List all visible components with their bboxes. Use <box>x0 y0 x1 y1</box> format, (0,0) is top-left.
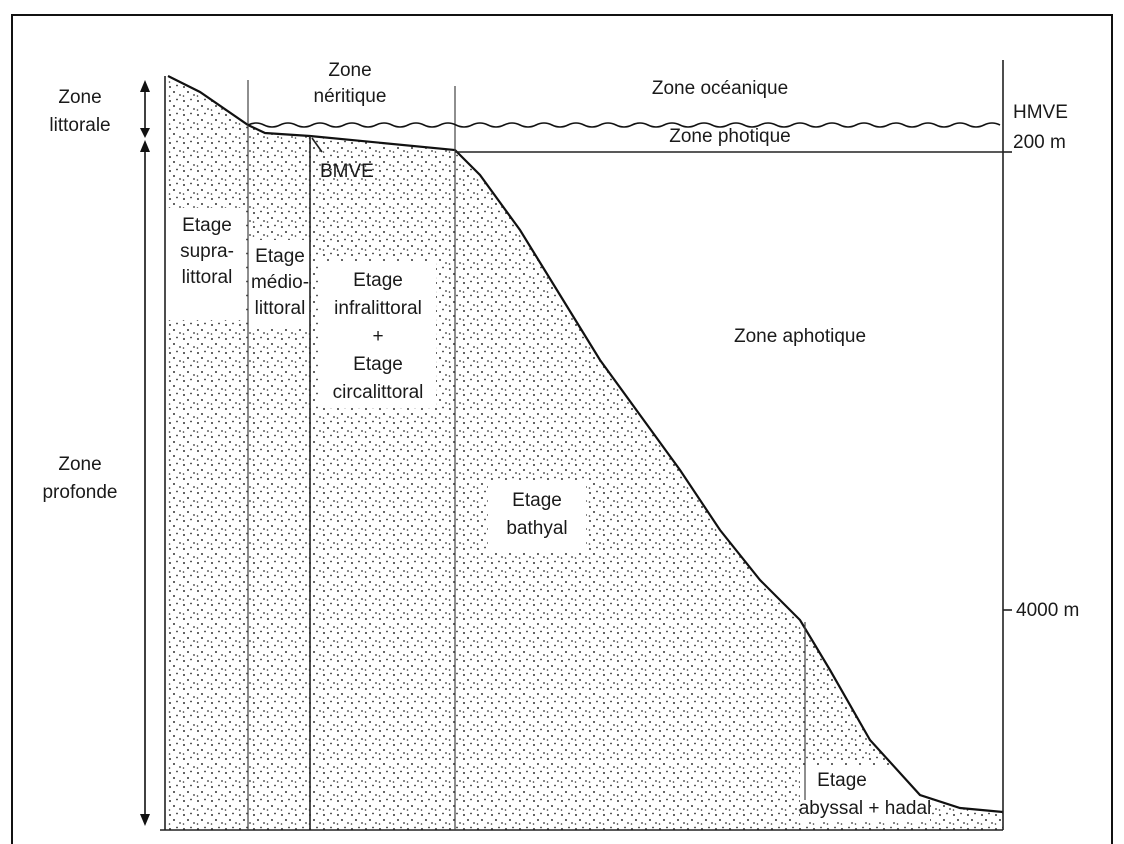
label-littoral-1: Zone <box>58 87 101 108</box>
label-supralittoral-3: littoral <box>182 267 233 288</box>
label-bathyal-1: Etage <box>512 490 562 511</box>
label-circa-1: Etage <box>353 354 403 375</box>
sea-surface-hmve <box>247 122 1001 128</box>
label-infra-1: Etage <box>353 270 403 291</box>
infra-circa-label-box <box>318 262 436 408</box>
littoral-arrow-head-down <box>140 128 150 138</box>
bmve-pointer <box>311 137 323 153</box>
label-mediolittoral-2: médio- <box>251 272 309 293</box>
label-supralittoral-1: Etage <box>182 215 232 236</box>
littoral-arrow-head-up <box>140 80 150 92</box>
label-supralittoral-2: supra- <box>180 241 234 262</box>
profonde-arrow-head-down <box>140 814 150 826</box>
label-infra-2: infralittoral <box>334 298 422 319</box>
label-bathyal-2: bathyal <box>506 518 567 539</box>
label-abyssal-1: Etage <box>817 770 867 791</box>
label-circa-2: circalittoral <box>333 382 424 403</box>
profonde-arrow-head-up <box>140 140 150 152</box>
label-infra-plus: + <box>372 326 383 347</box>
label-mediolittoral-3: littoral <box>255 298 306 319</box>
abyssal-label-box <box>800 766 930 822</box>
bathyal-label-box <box>488 482 586 550</box>
label-abyssal-2: abyssal + hadal <box>799 798 932 819</box>
label-4000m: 4000 m <box>1016 600 1079 621</box>
label-neritic-2: néritique <box>314 86 387 107</box>
label-aphotic: Zone aphotique <box>734 326 866 347</box>
label-mediolittoral-1: Etage <box>255 246 305 267</box>
label-photic: Zone photique <box>669 126 791 147</box>
label-200m: 200 m <box>1013 132 1066 153</box>
label-neritic-1: Zone <box>328 60 371 81</box>
label-oceanic: Zone océanique <box>652 78 788 99</box>
supralittoral-label-box <box>168 208 246 320</box>
label-bmve: BMVE <box>320 161 374 182</box>
label-littoral-2: littorale <box>49 115 110 136</box>
label-profonde-2: profonde <box>42 482 117 503</box>
diagram-frame <box>11 14 1113 844</box>
seafloor-profile <box>167 75 1004 814</box>
seafloor-sediment <box>168 76 1003 830</box>
label-profonde-1: Zone <box>58 454 101 475</box>
label-hmve: HMVE <box>1013 102 1068 123</box>
mediolittoral-label-box <box>248 240 310 326</box>
